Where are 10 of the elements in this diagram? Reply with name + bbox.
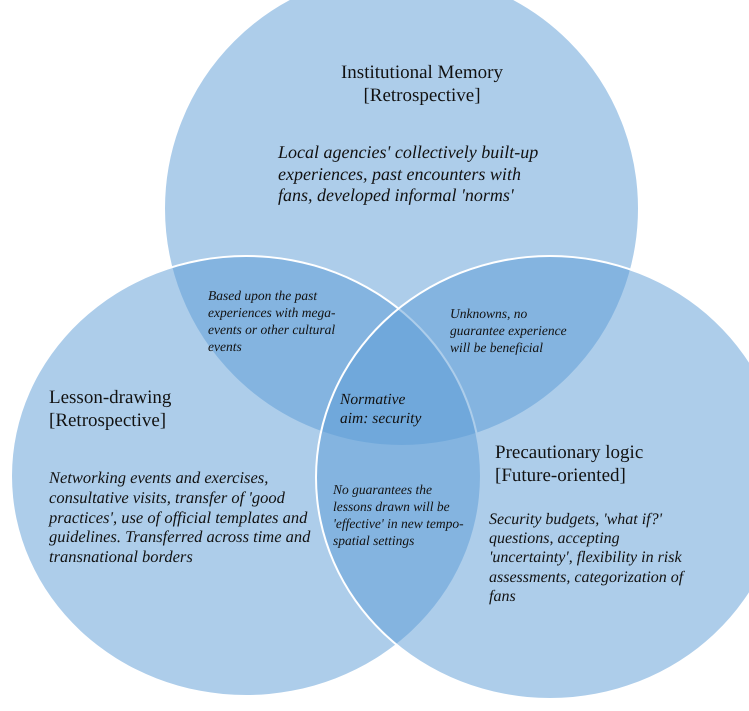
circle-title: Lesson-drawing [Retrospective] bbox=[49, 387, 172, 433]
overlap-label: No guarantees the lessons drawn will be 'effective' in new tempo-spatial settings bbox=[333, 482, 465, 550]
overlap-label: Unknowns, no guarantee experience will be beneficial bbox=[450, 306, 568, 357]
circle-title: Institutional Memory [Retrospective] bbox=[340, 62, 504, 108]
circle-title: Precautionary logic [Future-oriented] bbox=[495, 442, 644, 488]
circle-description: Local agencies' collectively built-up experiences, past encounters with fans, developed informal 'norms' bbox=[278, 142, 540, 207]
overlap-label: Based upon the past experiences with mega-events or other cultural events bbox=[208, 288, 336, 356]
circle-description: Networking events and exercises, consultative visits, transfer of 'good practices', use of official templates and guidelines. Transferred across time and transnational borders bbox=[49, 468, 312, 567]
overlap-label: Normative aim: security bbox=[340, 390, 422, 429]
circle-description: Security budgets, 'what if?' questions, accepting 'uncertainty', flexibility in risk assessments, categorization of fans bbox=[489, 510, 684, 606]
